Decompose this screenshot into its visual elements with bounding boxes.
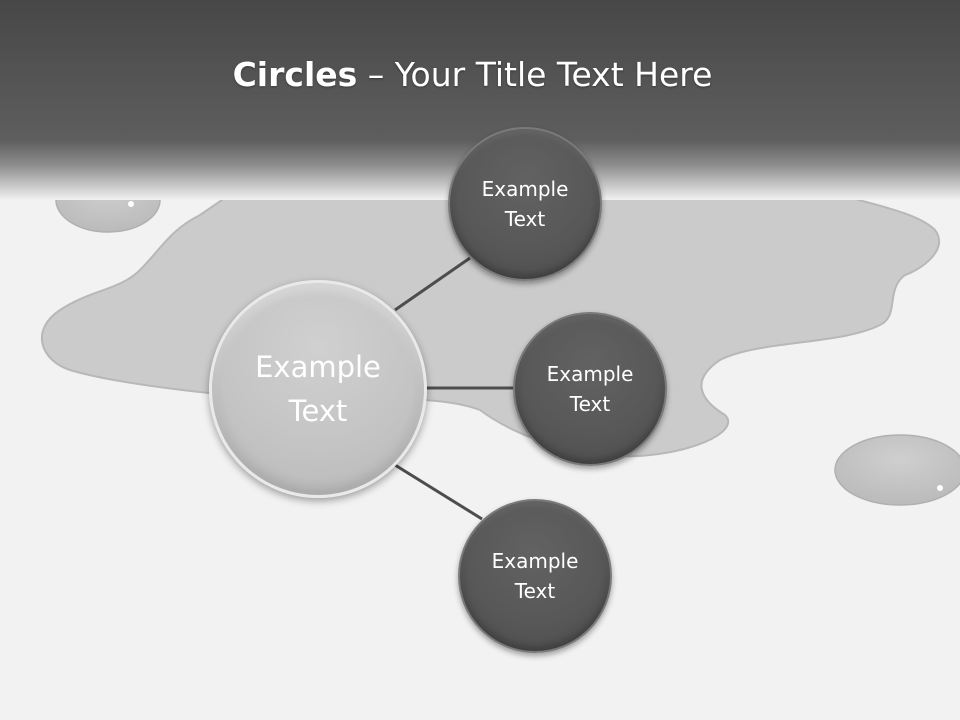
water-drop-right [834,434,960,506]
connector-bottom [394,463,483,521]
title-bold: Circles [232,55,358,94]
node-circle-middle: Example Text [513,312,667,466]
node-circle-bottom: Example Text [458,499,612,653]
center-circle: Example Text [209,280,427,498]
node-label: Example Text [481,177,569,231]
title-rest: – Your Title Text Here [357,55,713,94]
node-label: Example Text [546,362,634,416]
node-label: Example Text [491,549,579,603]
center-circle-label: Example Text [255,350,381,428]
connector-top [394,256,471,312]
slide-title: Circles – Your Title Text Here [0,50,945,100]
node-circle-top: Example Text [448,127,602,281]
